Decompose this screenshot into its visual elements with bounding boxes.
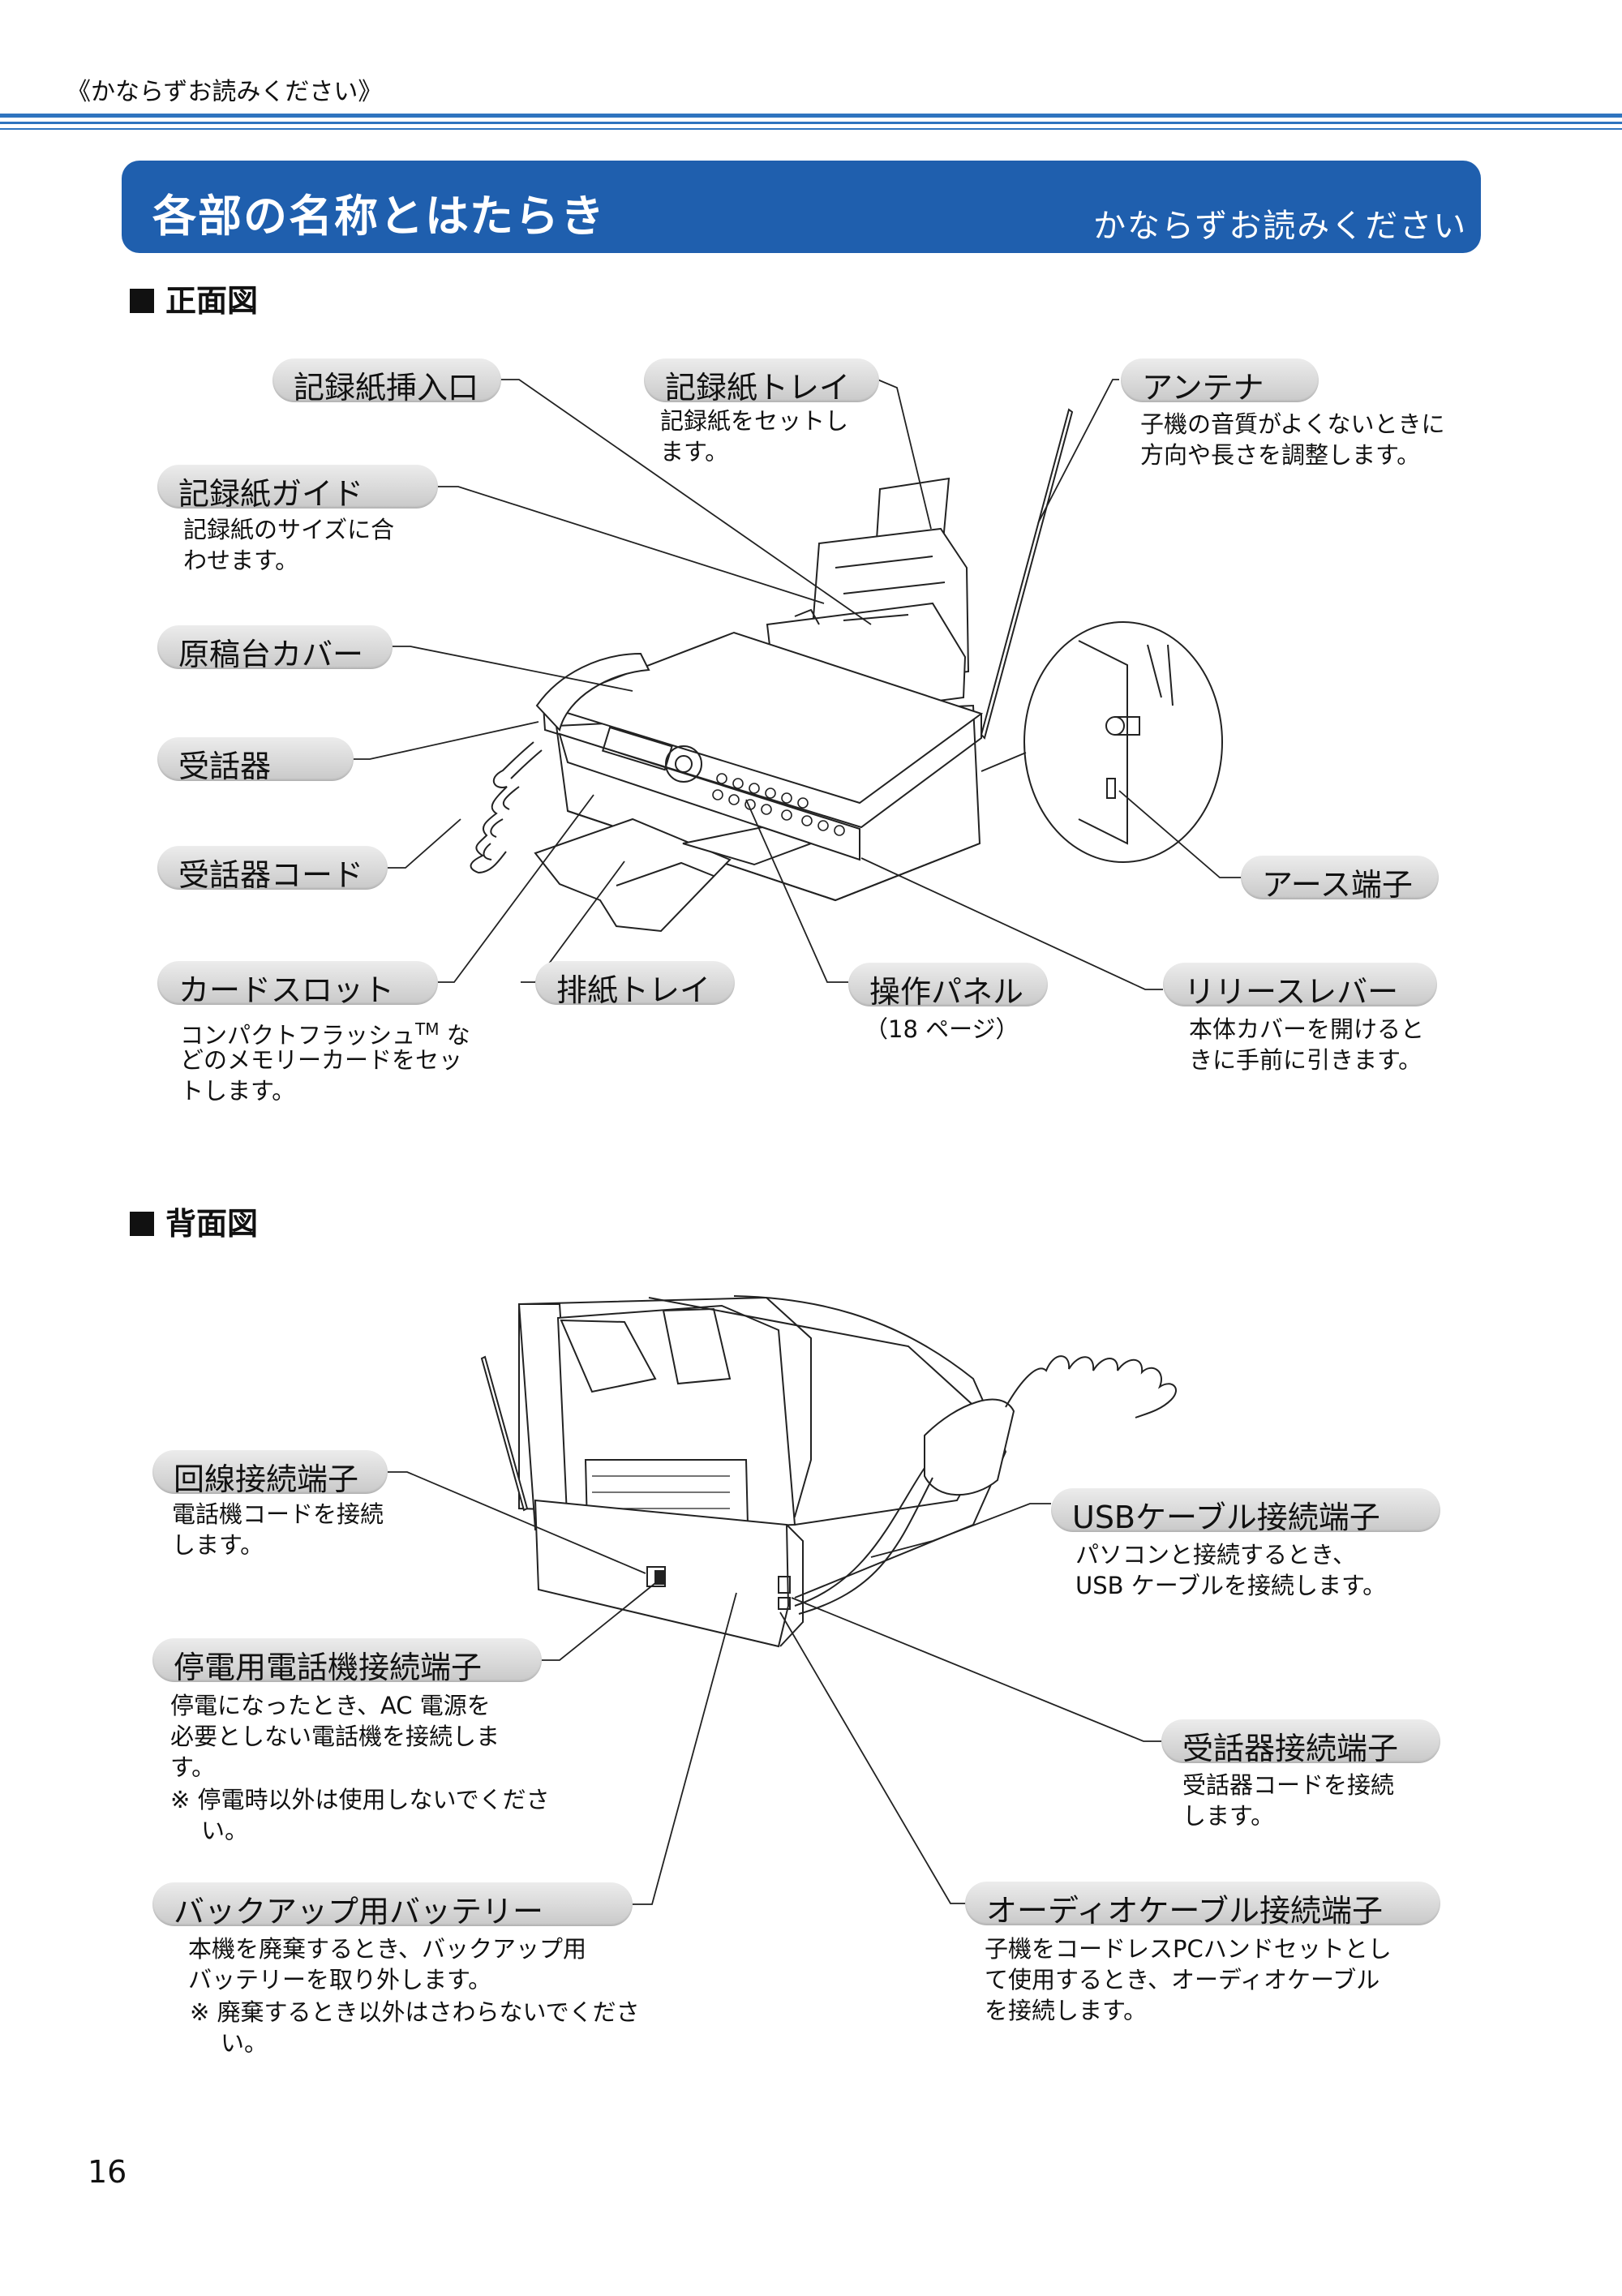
header-rule-thin: [0, 128, 1622, 130]
earth-terminal-inset: [1023, 621, 1223, 863]
square-bullet-icon: [130, 289, 154, 313]
card-slot-desc-cont: どのメモリーカードをセッ トします。: [180, 1046, 463, 1105]
backup-battery-desc: 本機を廃棄するとき、バックアップ用 バッテリーを取り外します。: [188, 1935, 586, 1993]
label-handset: 受話器: [157, 737, 354, 784]
label-card-slot: カードスロット: [157, 961, 438, 1008]
label-audio-terminal: オーディオケーブル接続端子: [965, 1882, 1440, 1929]
header-rule-thin: [0, 122, 1622, 124]
square-bullet-icon: [130, 1212, 154, 1236]
label-usb-terminal: USBケーブル接続端子: [1051, 1488, 1440, 1535]
label-handset-cord: 受話器コード: [157, 846, 388, 893]
section-heading-back: 背面図: [130, 1199, 258, 1243]
label-document-cover: 原稿台カバー: [157, 625, 393, 672]
card-slot-desc: コンパクトフラッシュTM な: [180, 1019, 470, 1049]
usb-terminal-desc: パソコンと接続するとき、 USB ケーブルを接続します。: [1075, 1541, 1387, 1599]
label-paper-insert: 記録紙挿入口: [272, 358, 501, 406]
label-antenna: アンテナ: [1121, 358, 1319, 406]
antenna-desc: 子機の音質がよくないときに 方向や長さを調整します。: [1140, 410, 1445, 469]
page-title: 各部の名称とはたらき: [152, 191, 606, 242]
line-terminal-desc: 電話機コードを接続 します。: [172, 1500, 384, 1559]
handset-terminal-desc: 受話器コードを接続 します。: [1182, 1771, 1395, 1830]
front-view-illustration: [470, 408, 1074, 933]
label-power-fail-terminal: 停電用電話機接続端子: [152, 1638, 542, 1685]
section-heading-front: 正面図: [130, 276, 258, 320]
header-note: 《かならずお読みください》: [67, 78, 383, 106]
backup-battery-note: ※ 廃棄するとき以外はさわらないでください。: [190, 1998, 640, 2057]
header-rule: [0, 114, 1622, 118]
control-panel-desc: （18 ページ）: [865, 1015, 1019, 1043]
label-paper-tray: 記録紙トレイ: [644, 358, 879, 406]
label-control-panel: 操作パネル: [848, 963, 1048, 1010]
title-bar: [122, 161, 1481, 253]
power-fail-desc: 停電になったとき、AC 電源を 必要としない電話機を接続しま す。: [170, 1692, 500, 1781]
power-fail-note: ※ 停電時以外は使用しないでください。: [170, 1786, 550, 1844]
paper-tray-desc: 記録紙をセットし ます。: [660, 407, 849, 466]
label-handset-terminal: 受話器接続端子: [1161, 1719, 1440, 1766]
release-lever-desc: 本体カバーを開けると きに手前に引きます。: [1189, 1015, 1425, 1074]
audio-terminal-desc: 子機をコードレスPCハンドセットとし て使用するとき、オーディオケーブル を接続…: [985, 1935, 1392, 2024]
paper-guide-desc: 記録紙のサイズに合 わせます。: [183, 516, 395, 574]
back-leader-lines: [388, 1471, 1161, 1905]
page-number: 16: [88, 2154, 127, 2190]
back-view-illustration: [480, 1295, 1177, 1648]
label-paper-guide: 記録紙ガイド: [157, 465, 438, 512]
label-line-terminal: 回線接続端子: [152, 1450, 388, 1497]
label-output-tray: 排紙トレイ: [535, 961, 735, 1008]
label-backup-battery: バックアップ用バッテリー: [152, 1882, 633, 1929]
label-earth-terminal: アース端子: [1241, 856, 1439, 903]
page-subtitle: かならずお読みください: [1093, 208, 1468, 245]
label-release-lever: リリースレバー: [1163, 963, 1437, 1010]
